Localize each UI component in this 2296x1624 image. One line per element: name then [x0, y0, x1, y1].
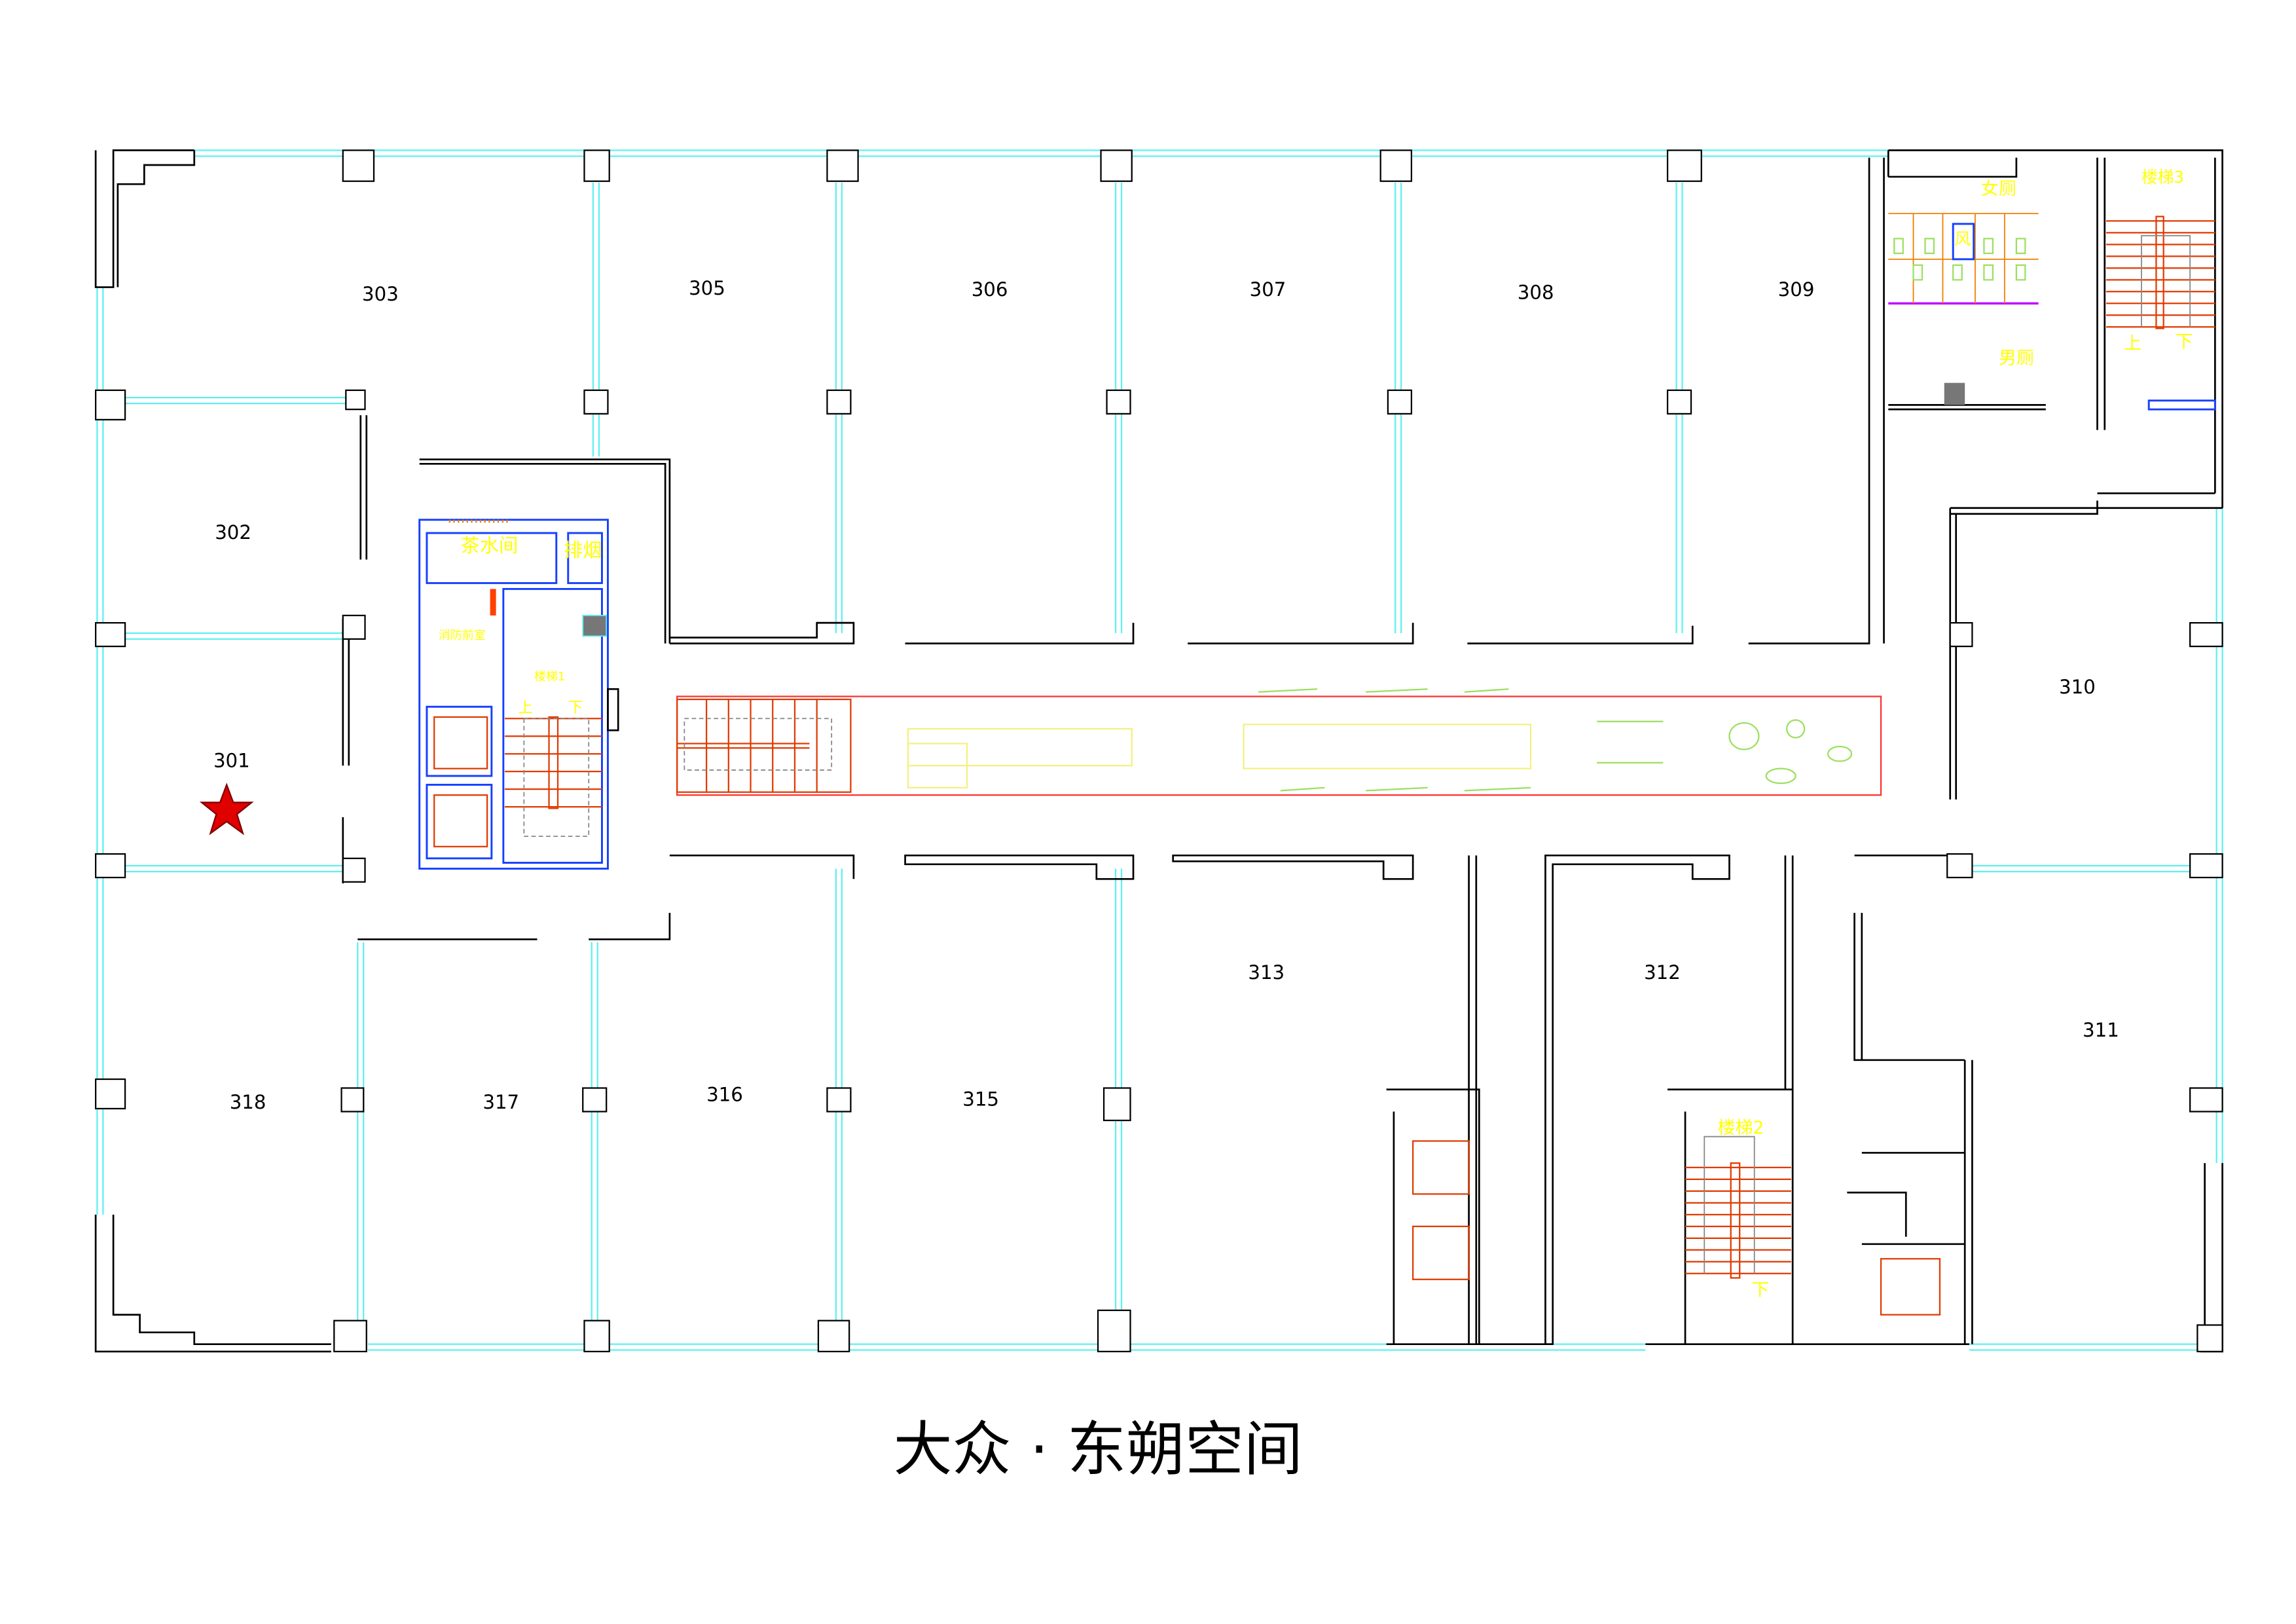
lower-elevators	[1412, 1140, 1941, 1316]
exterior-windows	[96, 149, 2223, 1351]
structural-columns	[95, 149, 2223, 1353]
mens-toilet-label: 男厕	[1999, 348, 2034, 368]
fire-lobby-label: 消防前室	[439, 629, 486, 642]
smoke-exhaust-label: 排烟	[564, 539, 602, 561]
room-307: 307	[1250, 278, 1286, 301]
room-303: 303	[362, 283, 399, 305]
stair3-up-label: 上	[2124, 333, 2141, 354]
stair1-down-label: 下	[568, 699, 583, 716]
star-icon	[199, 783, 254, 836]
room-308: 308	[1518, 282, 1554, 304]
room-306: 306	[972, 278, 1008, 301]
stair2-label: 楼梯2	[1718, 1118, 1764, 1138]
room-317: 317	[483, 1091, 519, 1113]
room-318: 318	[230, 1091, 266, 1113]
stair1-up-label: 上	[518, 699, 532, 716]
corridor-furniture	[676, 688, 1882, 796]
vent-label: 风	[1954, 229, 1971, 248]
toilets	[1888, 213, 2039, 405]
plan-title: 大众 · 东朔空间	[894, 1416, 1303, 1484]
room-313: 313	[1248, 961, 1285, 984]
stair3-down-label: 下	[2176, 332, 2193, 352]
room-315: 315	[962, 1088, 999, 1110]
stair3-label: 楼梯3	[2141, 168, 2184, 187]
stair-2	[1685, 1135, 1791, 1279]
room-311: 311	[2083, 1019, 2119, 1041]
tea-room-label: 茶水间	[461, 534, 519, 557]
stair2-down-label: 下	[1751, 1280, 1769, 1300]
room-305: 305	[689, 277, 725, 299]
room-312: 312	[1644, 961, 1681, 984]
room-labels: 303 305 306 307 308 309 302 301 310 313 …	[213, 277, 2119, 1113]
room-302: 302	[215, 521, 251, 544]
walls	[94, 149, 2223, 1353]
core-stair-1	[418, 519, 619, 870]
room-316: 316	[706, 1084, 743, 1106]
room-301: 301	[213, 749, 250, 771]
stair1-label: 楼梯1	[534, 670, 565, 684]
room-309: 309	[1778, 278, 1815, 301]
womens-toilet-label: 女厕	[1981, 179, 2016, 199]
stair-3	[2105, 215, 2216, 411]
room-310: 310	[2059, 676, 2096, 698]
